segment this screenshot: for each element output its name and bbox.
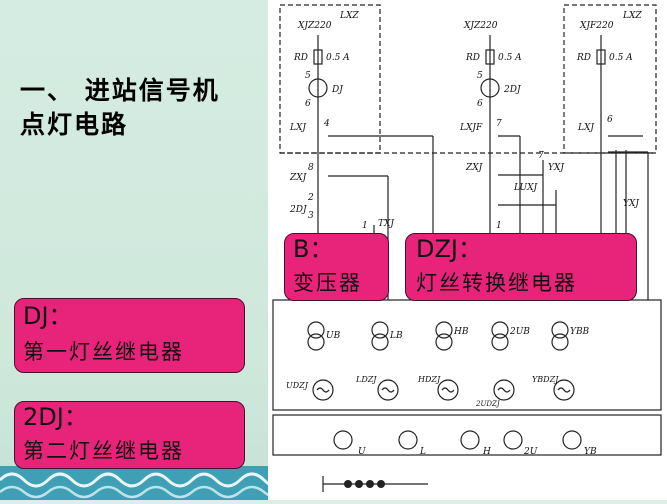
transformer-label: UB <box>326 331 341 341</box>
lamp-label: YB <box>584 447 597 457</box>
lamp-label: U <box>358 447 366 457</box>
frame-label: LXZ <box>339 11 359 21</box>
dzj-label: UDZJ <box>286 381 309 390</box>
callout-2dj: 2DJ： 第二灯丝继电器 <box>14 401 245 469</box>
lamp-label: 2U <box>523 447 538 457</box>
contact-label: ZXJ <box>289 173 308 183</box>
supply-label: XJZ220 <box>463 21 498 31</box>
lamp-label: L <box>419 447 426 457</box>
signal-lamps <box>333 430 582 450</box>
frame-label: LXZ <box>622 11 642 21</box>
wave-decoration <box>0 466 268 500</box>
transformer-group <box>307 321 569 351</box>
callout-code: DZJ： <box>416 235 482 263</box>
contact-label: LXJ <box>289 123 307 133</box>
contact-label: TXJ <box>378 219 395 229</box>
fuse-rating: 0.5 A <box>498 53 522 63</box>
fuse-label: RD <box>576 53 591 63</box>
supply-label: XJF220 <box>579 21 614 31</box>
transformer-label: HB <box>453 327 469 337</box>
terminal-number: 6 <box>477 99 483 109</box>
contact-label: YXJ <box>548 163 565 173</box>
terminal-number: 5 <box>305 71 311 81</box>
callout-desc: 变压器 <box>293 271 362 295</box>
supply-label: XJZ220 <box>297 21 332 31</box>
terminal-number: 3 <box>308 211 314 221</box>
contact-label: LUXJ <box>513 183 538 193</box>
contact-label: 2DJ <box>289 205 308 215</box>
callout-desc: 第一灯丝继电器 <box>23 340 184 364</box>
callout-code: B： <box>293 235 334 263</box>
terminal-number: 6 <box>305 99 311 109</box>
contact-label: LXJ <box>577 123 595 133</box>
terminal-number: 4 <box>323 119 330 129</box>
terminal-number: 7 <box>496 119 502 129</box>
terminal-number: 5 <box>477 71 483 81</box>
dzj-relays <box>312 379 575 401</box>
callout-code: DJ： <box>23 302 73 330</box>
dzj-label: YBDZJ <box>532 375 559 384</box>
terminal-number: 1 <box>362 221 368 231</box>
dzj-label: 2UDZJ <box>475 400 501 408</box>
contact-label: ZXJ <box>465 163 484 173</box>
contact-label: LXJF <box>459 123 483 133</box>
fuse-rating: 0.5 A <box>609 53 633 63</box>
callout-code: 2DJ： <box>23 403 88 431</box>
lamp-label: H <box>482 447 491 457</box>
callout-desc: 灯丝转换继电器 <box>416 271 577 295</box>
callout-dj: DJ： 第一灯丝继电器 <box>14 298 245 373</box>
terminal-number: 1 <box>496 221 502 231</box>
transformer-label: LB <box>389 331 403 341</box>
slide-title: 一、 进站信号机 点灯电路 <box>20 76 220 139</box>
callout-desc: 第二灯丝继电器 <box>23 439 184 463</box>
fuse-rating: 0.5 A <box>326 53 350 63</box>
relay-label: DJ <box>331 85 344 95</box>
dzj-label: LDZJ <box>355 375 377 384</box>
fuse-label: RD <box>293 53 308 63</box>
terminal-number: 2 <box>307 193 314 203</box>
callout-dzj: DZJ： 灯丝转换继电器 <box>405 233 637 301</box>
transformer-label: YBB <box>570 327 590 337</box>
terminal-number: 8 <box>308 163 314 173</box>
fuse-label: RD <box>465 53 480 63</box>
callout-b: B： 变压器 <box>284 233 389 301</box>
relay-label: 2DJ <box>503 85 522 95</box>
terminal-number: 6 <box>607 115 613 125</box>
contact-label: YXJ <box>623 199 640 209</box>
dzj-label: HDZJ <box>417 375 441 384</box>
transformer-label: 2UB <box>509 327 530 337</box>
terminal-number: 7 <box>538 151 544 161</box>
